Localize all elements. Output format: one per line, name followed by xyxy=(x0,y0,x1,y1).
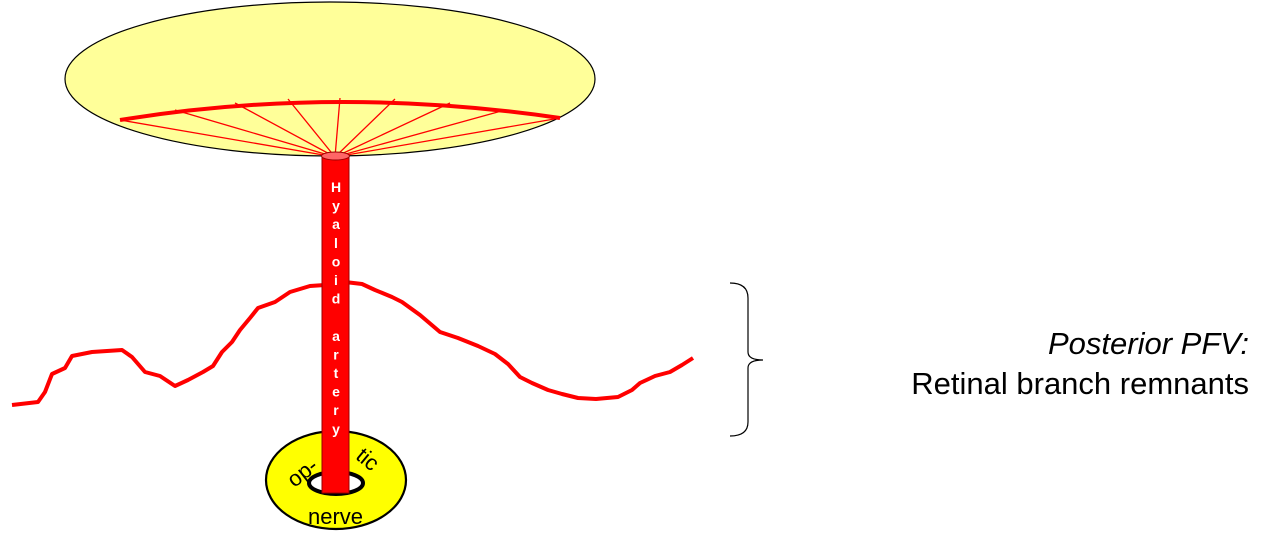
artery-letter: o xyxy=(332,253,341,269)
artery-letter: a xyxy=(332,328,340,344)
caption: Posterior PFV: Retinal branch remnants xyxy=(911,324,1249,404)
bracket xyxy=(730,283,763,436)
artery-letter: e xyxy=(332,384,340,400)
caption-subtitle: Retinal branch remnants xyxy=(911,364,1249,404)
artery-letter: r xyxy=(333,402,339,418)
artery-letter: y xyxy=(332,421,340,437)
artery-letter: i xyxy=(334,272,338,288)
nerve-label-bottom: nerve xyxy=(308,504,363,529)
artery-letter: d xyxy=(332,291,341,307)
retinal-branch-remnants xyxy=(12,282,693,405)
artery-letter: H xyxy=(331,179,341,195)
artery-letter: a xyxy=(332,216,340,232)
artery-letter: t xyxy=(334,365,339,381)
artery-letter: r xyxy=(333,346,339,362)
caption-title: Posterior PFV: xyxy=(911,324,1249,364)
artery-letter: l xyxy=(334,235,338,251)
lens-disc xyxy=(65,2,595,156)
artery-letter: y xyxy=(332,198,340,214)
